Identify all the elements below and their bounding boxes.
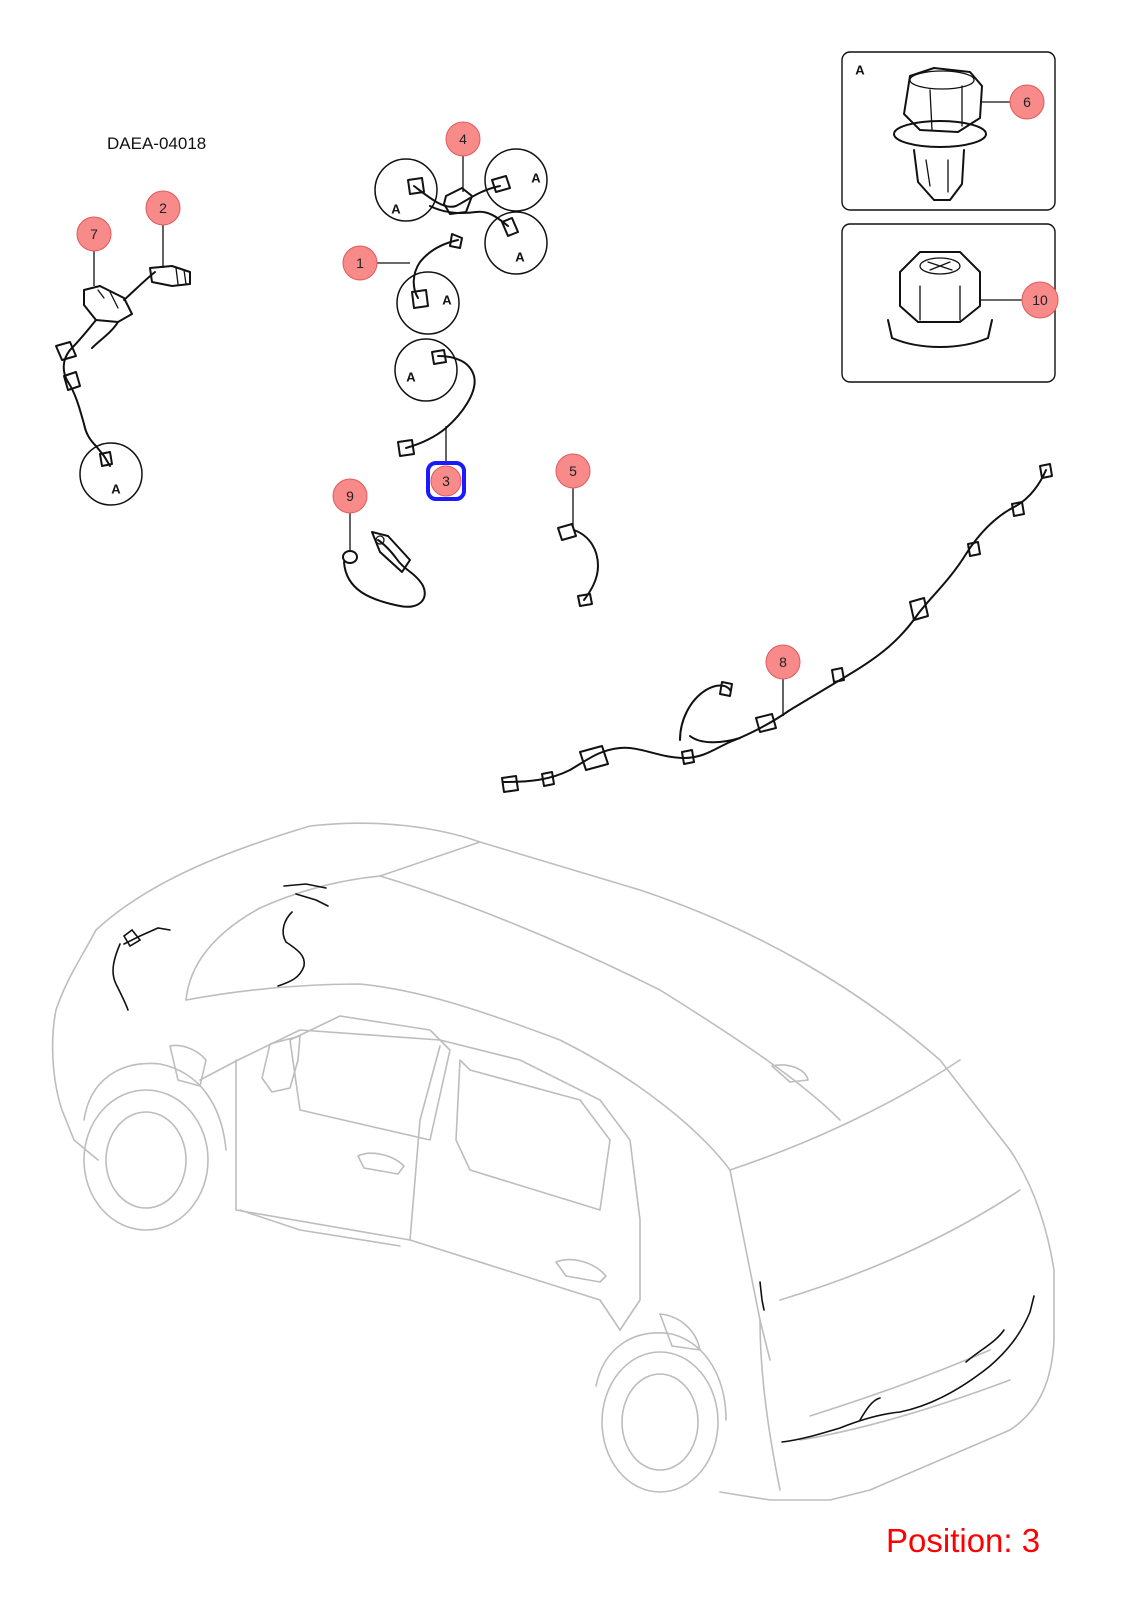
- svg-text:9: 9: [346, 488, 354, 504]
- callout-6[interactable]: 6: [1009, 84, 1045, 120]
- part-cable-1[interactable]: A: [396, 233, 463, 335]
- part-rear-harness-8[interactable]: [501, 463, 1053, 793]
- svg-text:4: 4: [459, 131, 467, 147]
- selection-highlight: [426, 461, 466, 501]
- callout-2[interactable]: 2: [145, 190, 181, 226]
- svg-text:2: 2: [159, 200, 167, 216]
- svg-text:5: 5: [569, 463, 577, 479]
- svg-text:10: 10: [1032, 292, 1048, 308]
- svg-text:A: A: [515, 250, 525, 265]
- part-cable-3[interactable]: A: [394, 338, 476, 457]
- callout-7[interactable]: 7: [76, 216, 112, 252]
- callout-5[interactable]: 5: [555, 453, 591, 489]
- part-ground-strap-9[interactable]: [342, 531, 426, 608]
- svg-text:8: 8: [779, 654, 787, 670]
- svg-text:A: A: [391, 202, 401, 217]
- diagram-code: DAEA-04018: [107, 134, 206, 153]
- part-cable-5[interactable]: [557, 523, 599, 607]
- callouts: [93, 101, 1022, 716]
- svg-text:3: 3: [442, 473, 450, 489]
- position-label: Position: 3: [886, 1522, 1040, 1559]
- inset-bolt-6: A: [841, 51, 1056, 211]
- svg-text:A: A: [442, 293, 452, 308]
- svg-text:1: 1: [356, 255, 364, 271]
- vehicle-harness-overlay: [112, 883, 1035, 1443]
- detail-circle-a: [79, 442, 143, 506]
- part-battery-harness[interactable]: A: [55, 265, 191, 506]
- svg-text:A: A: [111, 482, 121, 497]
- callout-9[interactable]: 9: [332, 478, 368, 514]
- callout-10[interactable]: 10: [1021, 281, 1059, 319]
- svg-text:7: 7: [90, 226, 98, 242]
- svg-text:A: A: [855, 63, 865, 78]
- svg-text:6: 6: [1023, 94, 1031, 110]
- callout-4[interactable]: 4: [445, 121, 481, 157]
- callout-1[interactable]: 1: [342, 245, 378, 281]
- callout-3-selected[interactable]: 3: [426, 461, 466, 501]
- part-harness-4[interactable]: A A A: [374, 148, 548, 275]
- svg-text:A: A: [531, 171, 541, 186]
- callout-8[interactable]: 8: [765, 644, 801, 680]
- svg-text:A: A: [406, 370, 416, 385]
- vehicle-outline: [51, 822, 1055, 1501]
